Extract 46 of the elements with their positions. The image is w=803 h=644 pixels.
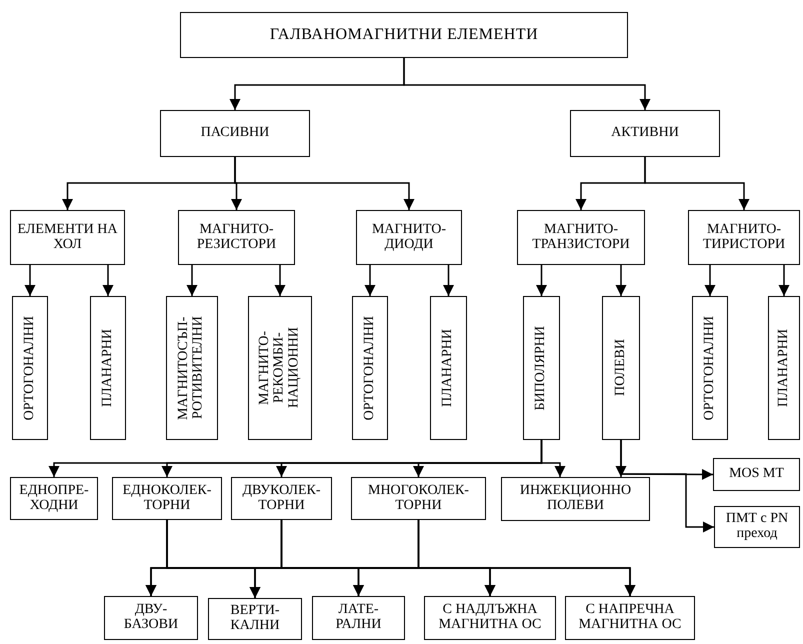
arrow <box>234 157 414 210</box>
category-box: ПЛАНАРНИ <box>768 296 800 440</box>
category-box: МАГНИТО- РЕКОМБИ- НАЦИОННИ <box>248 296 312 440</box>
arrow <box>704 265 716 296</box>
category-box: С НАДЛЪЖНА МАГНИТНА ОС <box>424 596 556 640</box>
arrow <box>536 265 547 296</box>
arrow <box>102 265 114 296</box>
category-box: С НАПРЕЧНА МАГНИТНА ОС <box>565 596 695 640</box>
category-box: МАГНИТОСЪП- РОТИВИТЕЛНИ <box>166 296 218 440</box>
category-box: ИНЖЕКЦИОННО ПОЛЕВИ <box>501 477 650 521</box>
arrow <box>644 157 750 210</box>
category-box: ПЛАНАРНИ <box>90 296 126 440</box>
category-box: ПЛАНАРНИ <box>430 296 467 440</box>
category-box: МАГНИТО- РЕЗИСТОРИ <box>178 210 295 265</box>
category-box: МАГНИТО- ДИОДИ <box>356 210 462 265</box>
category-box: ЕДНОКОЛЕК- ТОРНИ <box>112 477 222 520</box>
category-box: ПАСИВНИ <box>160 110 310 157</box>
category-box: ЕДНОПРЕ- ХОДНИ <box>10 477 98 520</box>
arrow <box>403 58 650 110</box>
category-box: ЛАТЕ- РАЛНИ <box>312 596 405 640</box>
category-box: ПМТ с PN преход <box>714 506 800 548</box>
category-box: MOS MT <box>713 458 800 491</box>
arrow <box>540 440 566 477</box>
category-box: МАГНИТО- ТИРИСТОРИ <box>688 210 800 265</box>
category-box: ЕЛЕМЕНТИ НА ХОЛ <box>10 210 125 265</box>
arrow <box>364 265 376 296</box>
arrow <box>620 440 714 532</box>
category-box: БИПОЛЯРНИ <box>523 296 560 440</box>
category-box: ПОЛЕВИ <box>602 296 640 440</box>
category-box: МАГНИТО- ТРАНЗИСТОРИ <box>517 210 645 265</box>
arrow <box>616 265 626 296</box>
category-box: АКТИВНИ <box>570 110 720 157</box>
arrow <box>274 265 286 296</box>
category-box: ОРТОГОНАЛНИ <box>352 296 388 440</box>
category-box: ГАЛВАНОМАГНИТНИ ЕЛЕМЕНТИ <box>180 12 628 58</box>
category-box: ОРТОГОНАЛНИ <box>12 296 48 440</box>
arrow <box>186 265 198 296</box>
category-box: ДВУКОЛЕК- ТОРНИ <box>231 477 332 520</box>
category-box: ДВУ- БАЗОВИ <box>104 596 198 640</box>
category-box: МНОГОКОЛЕК- ТОРНИ <box>351 477 486 520</box>
arrow <box>443 265 454 296</box>
arrow <box>418 520 636 596</box>
arrow <box>778 265 790 296</box>
arrow <box>24 265 36 296</box>
category-box: ВЕРТИ- КАЛНИ <box>208 598 302 640</box>
category-box: ОРТОГОНАЛНИ <box>692 296 728 440</box>
